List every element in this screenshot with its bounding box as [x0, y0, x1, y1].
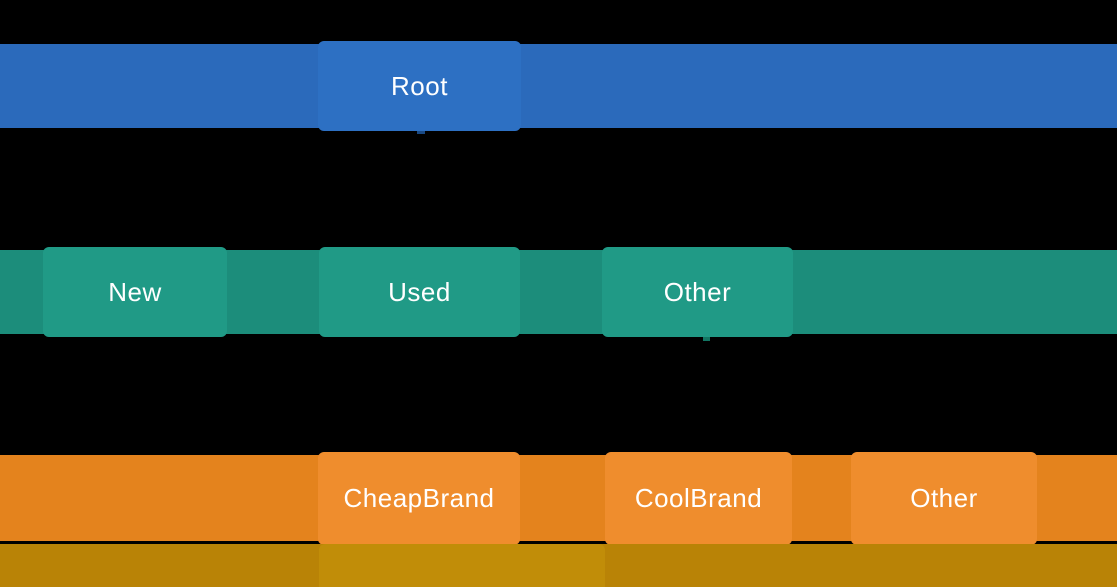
node-label: Other: [663, 276, 732, 307]
node-label: CoolBrand: [634, 483, 763, 513]
icicle-node-other-l2[interactable]: Other: [602, 247, 793, 337]
icicle-node-coolbrand-l3[interactable]: CoolBrand: [605, 452, 792, 545]
level-1-base-bar: [0, 44, 1117, 128]
icicle-node-used-l2[interactable]: Used: [319, 247, 520, 337]
node-label: Root: [391, 70, 448, 101]
node-label: CheapBrand: [343, 483, 495, 513]
connector-stub-2: [703, 337, 710, 341]
icicle-node-root-l1[interactable]: Root: [318, 41, 521, 131]
connector-stub-1: [417, 131, 425, 134]
icicle-node-cheapbrand-l3[interactable]: CheapBrand: [318, 452, 520, 545]
icicle-node-other-l3[interactable]: Other: [851, 452, 1037, 545]
icicle-node-new-l2[interactable]: New: [43, 247, 227, 337]
icicle-node-unlabeled-l4[interactable]: [319, 544, 605, 587]
node-label: New: [108, 276, 162, 307]
node-label: Other: [910, 483, 978, 513]
node-label: Used: [388, 276, 451, 307]
